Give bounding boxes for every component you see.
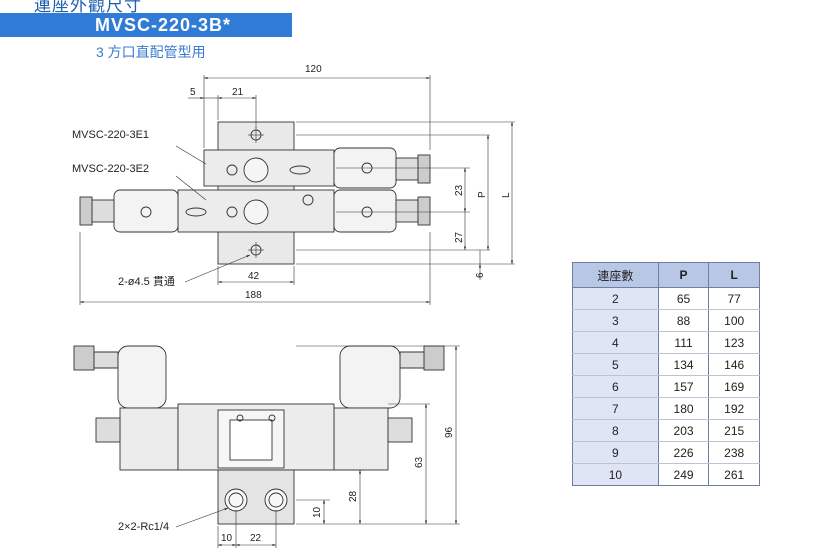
col-header-p: P: [657, 262, 710, 288]
dim-63: 63: [414, 456, 425, 468]
dim-22: 22: [250, 533, 262, 544]
top-view: [79, 121, 431, 265]
title-bar-left-tab: [0, 13, 34, 37]
dim-10-horizontal: 10: [221, 533, 233, 544]
spec-table-header: 連座數 P L: [572, 262, 760, 288]
col-header-l: L: [708, 262, 760, 288]
label-mvsc-220-3e1: MVSC-220-3E1: [72, 129, 149, 141]
dim-21: 21: [232, 87, 244, 98]
port-right: [264, 488, 288, 512]
dim-6: 6: [475, 272, 486, 278]
coil-bottom-left: [113, 189, 179, 233]
front-view: [73, 345, 445, 525]
dim-27: 27: [454, 231, 465, 243]
dim-10-vertical: 10: [312, 506, 323, 518]
label-mount-holes: 2-ø4.5 貫通: [118, 275, 175, 288]
model-title: MVSC-220-3B*: [94, 15, 232, 35]
dim-L: L: [501, 192, 512, 198]
connector-top-right: [417, 154, 431, 184]
label-ports: 2×2-Rc1/4: [118, 521, 169, 533]
dim-42: 42: [248, 271, 260, 282]
model-title-bar: MVSC-220-3B*: [0, 13, 292, 37]
section-heading-cut: 連座外觀尺寸: [34, 0, 142, 15]
connector-bottom-right: [417, 196, 431, 226]
override-knob-2: [243, 199, 269, 225]
port-left: [224, 488, 248, 512]
dim-188: 188: [245, 290, 262, 301]
dim-120: 120: [305, 64, 322, 75]
valve-body-1: [203, 149, 335, 187]
label-mvsc-220-3e2: MVSC-220-3E2: [72, 163, 149, 175]
dim-5: 5: [190, 87, 196, 98]
dim-23: 23: [454, 184, 465, 196]
front-coil-left: [117, 345, 167, 409]
model-subtitle: 3 方口直配管型用: [96, 44, 206, 60]
dim-28: 28: [348, 490, 359, 502]
dim-P: P: [477, 191, 488, 198]
front-coil-right: [339, 345, 401, 409]
front-connector-left: [73, 345, 95, 371]
coil-bottom-right: [333, 189, 397, 233]
front-connector-right: [423, 345, 445, 371]
override-knob-1: [243, 157, 269, 183]
dim-96: 96: [444, 426, 455, 438]
connector-bottom-left: [79, 196, 93, 226]
col-header-stations: 連座數: [572, 262, 659, 288]
